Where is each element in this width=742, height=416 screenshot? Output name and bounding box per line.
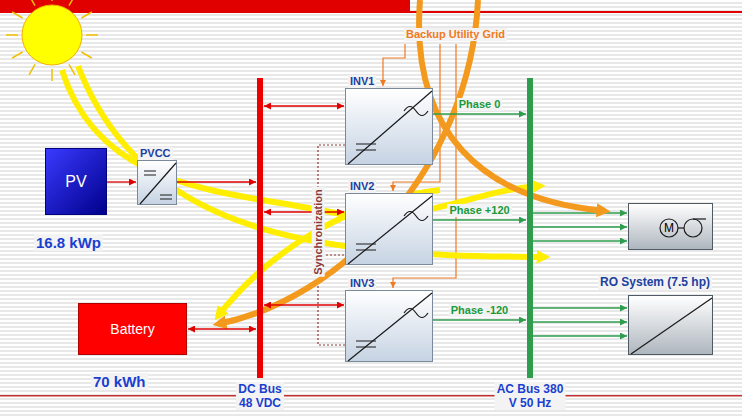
converter-diagonal: [140, 163, 176, 204]
inverter-box: INV1: [345, 88, 433, 165]
sun-rays: [6, 0, 98, 81]
phase-label: Phase -120: [449, 304, 510, 317]
battery-box: Battery70 kWh: [78, 303, 187, 355]
dc-symbol: [356, 244, 376, 250]
bus-label: AC Bus 380 V 50 Hz: [495, 382, 566, 410]
node-title: INV1: [348, 75, 376, 88]
ac-bus-bar: AC Bus 380 V 50 Hz: [527, 78, 533, 378]
dc-symbol: [356, 341, 376, 347]
symbol: [138, 161, 176, 204]
footer-rule: [0, 395, 742, 397]
motor-symbol-label: M: [660, 220, 678, 236]
ac-symbol: [404, 309, 428, 318]
grid-label: Backup Utility Grid: [404, 28, 507, 41]
converter-diagonal: [348, 196, 432, 264]
converter-diagonal: [631, 298, 712, 354]
shaft: [678, 227, 684, 228]
phase-label: Phase +120: [447, 204, 511, 217]
rating-label: 16.8 kWp: [34, 234, 103, 251]
power-connector: [264, 105, 344, 106]
grid-wire: [383, 44, 405, 86]
power-connector: [177, 181, 256, 182]
energy-flow-arrow: [62, 70, 540, 216]
motor-circle: [660, 219, 678, 237]
phase-label: Phase 0: [457, 98, 503, 111]
node-title: PVCC: [138, 147, 173, 160]
power-connector: [433, 113, 526, 114]
node-title: INV2: [348, 180, 376, 193]
node-title: INV3: [348, 277, 376, 290]
dc-symbol: [160, 195, 172, 199]
power-connector: [107, 181, 136, 182]
phase-wire: [533, 335, 627, 336]
power-connector: [533, 226, 627, 227]
rating-label: 70 kWh: [91, 373, 148, 390]
pv-array-box: PV16.8 kWp: [45, 148, 107, 215]
phase-wire: [533, 240, 627, 241]
sun: [22, 5, 82, 65]
symbol: [346, 89, 432, 164]
inverter-box: INV3: [345, 290, 433, 362]
ac-symbol: [404, 107, 428, 116]
sync-label: Synchronization: [312, 187, 325, 277]
dc-bus-bar: DC Bus 48 VDC: [257, 78, 263, 378]
phase-wire: [533, 307, 627, 308]
ro-system-box: RO System (7.5 hp): [628, 295, 713, 355]
power-connector: [264, 304, 344, 305]
node-title: PV: [65, 172, 86, 190]
pump-outlet: [693, 218, 706, 219]
symbol: [629, 296, 712, 354]
bus-label: DC Bus 48 VDC: [236, 382, 284, 410]
dc-symbol: [144, 171, 156, 175]
dc-symbol: [356, 144, 376, 150]
title-rule: [410, 11, 742, 13]
node-title: Battery: [110, 321, 154, 337]
converter-box: PVCC: [137, 160, 177, 205]
power-connector: [433, 319, 526, 320]
phase-wire: [533, 212, 627, 213]
inverter-box: INV2: [345, 193, 433, 265]
symbol: [346, 194, 432, 264]
power-connector: [264, 211, 344, 212]
power-connector: [533, 321, 627, 322]
power-connector: [433, 219, 526, 220]
node-title: RO System (7.5 hp): [598, 276, 712, 290]
converter-diagonal: [348, 293, 432, 361]
motor-pump-box: M: [628, 203, 713, 250]
converter-diagonal: [348, 91, 432, 164]
power-connector: [188, 328, 256, 329]
pump-circle: [684, 219, 702, 237]
ac-symbol: [404, 212, 428, 221]
symbol: [346, 291, 432, 361]
